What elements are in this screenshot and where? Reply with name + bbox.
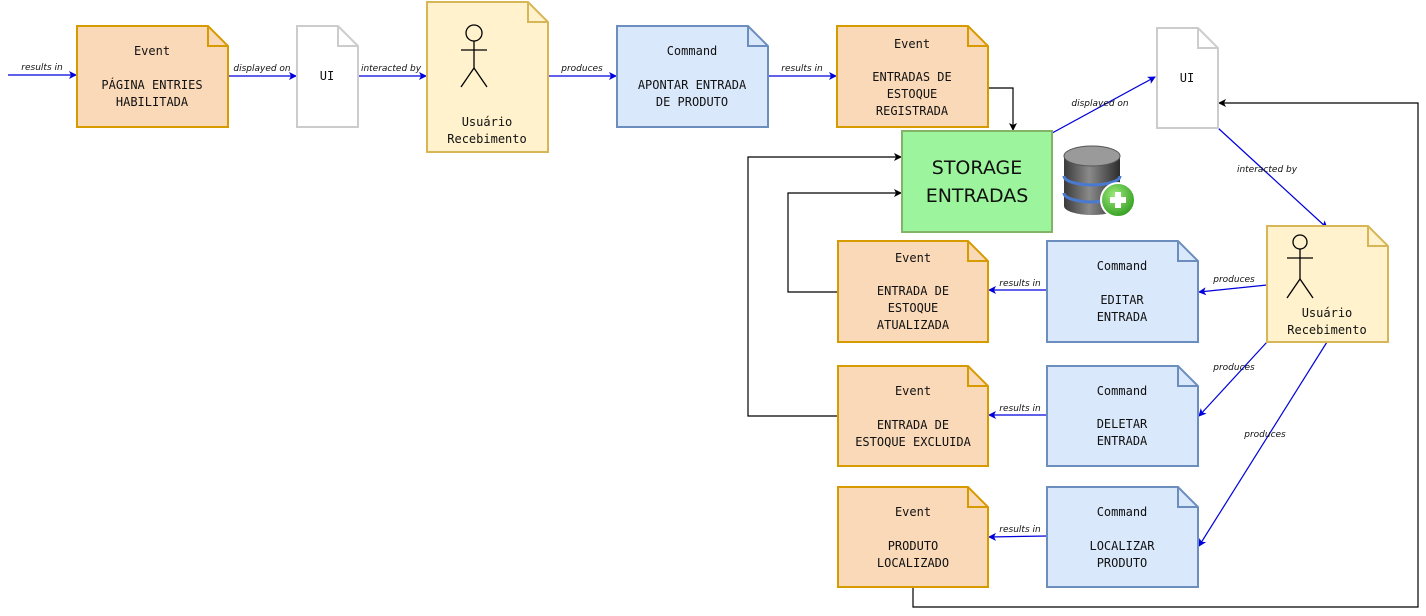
command-title-line-2: ENTRADA	[1097, 434, 1148, 448]
command-kind-label: Command	[667, 44, 718, 58]
edge-atualizada-to-storage	[787, 189, 902, 293]
edges: results in displayed on interacted by pr…	[8, 63, 1419, 608]
edge-label-produces-editar: produces	[1212, 275, 1255, 285]
event-title-line-1: ENTRADA DE	[877, 418, 949, 432]
command-title-line-2: PRODUTO	[1097, 556, 1148, 570]
actor-usuario-recebimento-2: Usuário Recebimento	[1266, 225, 1389, 343]
event-title-line-1: PÁGINA ENTRIES	[101, 77, 202, 92]
event-title-line-1: ENTRADA DE	[877, 284, 949, 298]
command-kind-label: Command	[1097, 259, 1148, 273]
event-title-line-1: PRODUTO	[888, 539, 939, 553]
command-kind-label: Command	[1097, 505, 1148, 519]
edge-interacted-by-2	[1217, 127, 1328, 229]
command-title-line-1: EDITAR	[1100, 293, 1144, 307]
event-title-line-2: LOCALIZADO	[877, 556, 949, 570]
command-title-line-2: ENTRADA	[1097, 310, 1148, 324]
ui-label: UI	[1180, 71, 1194, 85]
edge-produces-editar	[1198, 284, 1268, 296]
stick-figure-icon	[460, 24, 488, 88]
edge-label-produces-localizar: produces	[1243, 430, 1286, 440]
event-entrada-excluida: Event ENTRADA DE ESTOQUE EXCLUIDA	[837, 365, 989, 467]
command-localizar-produto: Command LOCALIZAR PRODUTO	[1046, 486, 1199, 588]
event-pagina-entries-habilitada: Event PÁGINA ENTRIES HABILITADA	[76, 25, 229, 128]
event-title-line-2: HABILITADA	[116, 95, 189, 109]
command-editar-entrada: Command EDITAR ENTRADA	[1046, 240, 1199, 343]
ui-screen-1: UI	[296, 25, 359, 128]
edge-excluida-to-storage	[747, 153, 902, 417]
command-title-line-2: DE PRODUTO	[656, 95, 728, 109]
event-kind-label: Event	[895, 505, 931, 519]
command-deletar-entrada: Command DELETAR ENTRADA	[1046, 365, 1199, 467]
storage-title-line-1: STORAGE	[932, 157, 1022, 179]
ui-screen-2: UI	[1156, 27, 1219, 129]
event-title-line-1: ENTRADAS DE	[872, 70, 951, 84]
event-title-line-3: REGISTRADA	[876, 104, 949, 118]
edge-label-start: results in	[21, 63, 63, 73]
actor-name-line-1: Usuário	[462, 115, 513, 129]
edge-label-results-in-excluida: results in	[999, 404, 1041, 414]
storage-title-line-2: ENTRADAS	[926, 185, 1029, 207]
edge-produces-deletar	[1198, 341, 1268, 417]
edge-localizado-to-ui	[912, 99, 1419, 608]
edge-label-produces-1: produces	[560, 64, 603, 74]
database-add-icon	[1062, 145, 1136, 218]
command-apontar-entrada: Command APONTAR ENTRADA DE PRODUTO	[616, 25, 769, 128]
edge-label-results-in-localizado: results in	[999, 525, 1041, 535]
event-title-line-2: ESTOQUE	[888, 301, 939, 315]
event-kind-label: Event	[895, 251, 931, 265]
actor-name-line-2: Recebimento	[1287, 323, 1366, 337]
event-kind-label: Event	[895, 384, 931, 398]
command-title-line-1: LOCALIZAR	[1089, 539, 1155, 553]
edge-displayed-on-2	[1042, 76, 1156, 139]
stick-figure-icon	[1286, 234, 1314, 299]
storage-entradas: STORAGE ENTRADAS	[901, 130, 1053, 233]
event-entradas-registrada: Event ENTRADAS DE ESTOQUE REGISTRADA	[836, 25, 989, 128]
edge-label-results-in-atualizada: results in	[999, 279, 1041, 289]
event-kind-label: Event	[134, 44, 170, 58]
edge-label-displayed-on-2: displayed on	[1071, 99, 1129, 109]
command-title-line-1: APONTAR ENTRADA	[638, 78, 747, 92]
event-title-line-2: ESTOQUE	[887, 87, 938, 101]
event-entrada-atualizada: Event ENTRADA DE ESTOQUE ATUALIZADA	[837, 240, 989, 343]
edge-label-interacted-by-2: interacted by	[1237, 165, 1298, 175]
edge-results-in-localizado	[988, 532, 1048, 541]
edge-produces-localizar	[1198, 341, 1328, 547]
edge-label-interacted-by-1: interacted by	[361, 64, 422, 74]
event-title-line-3: ATUALIZADA	[877, 318, 950, 332]
event-kind-label: Event	[894, 37, 930, 51]
actor-usuario-recebimento-1: Usuário Recebimento	[426, 1, 549, 153]
edge-label-displayed-on-1: displayed on	[233, 64, 291, 74]
event-produto-localizado: Event PRODUTO LOCALIZADO	[837, 486, 989, 588]
edge-registrada-to-storage	[988, 87, 1017, 131]
actor-name-line-2: Recebimento	[447, 132, 526, 146]
edge-label-produces-deletar: produces	[1212, 363, 1255, 373]
actor-name-line-1: Usuário	[1302, 306, 1353, 320]
command-title-line-1: DELETAR	[1097, 417, 1148, 431]
ui-label: UI	[320, 69, 334, 83]
command-kind-label: Command	[1097, 384, 1148, 398]
event-title-line-2: ESTOQUE EXCLUIDA	[855, 435, 971, 449]
edge-label-results-in-1: results in	[781, 64, 823, 74]
